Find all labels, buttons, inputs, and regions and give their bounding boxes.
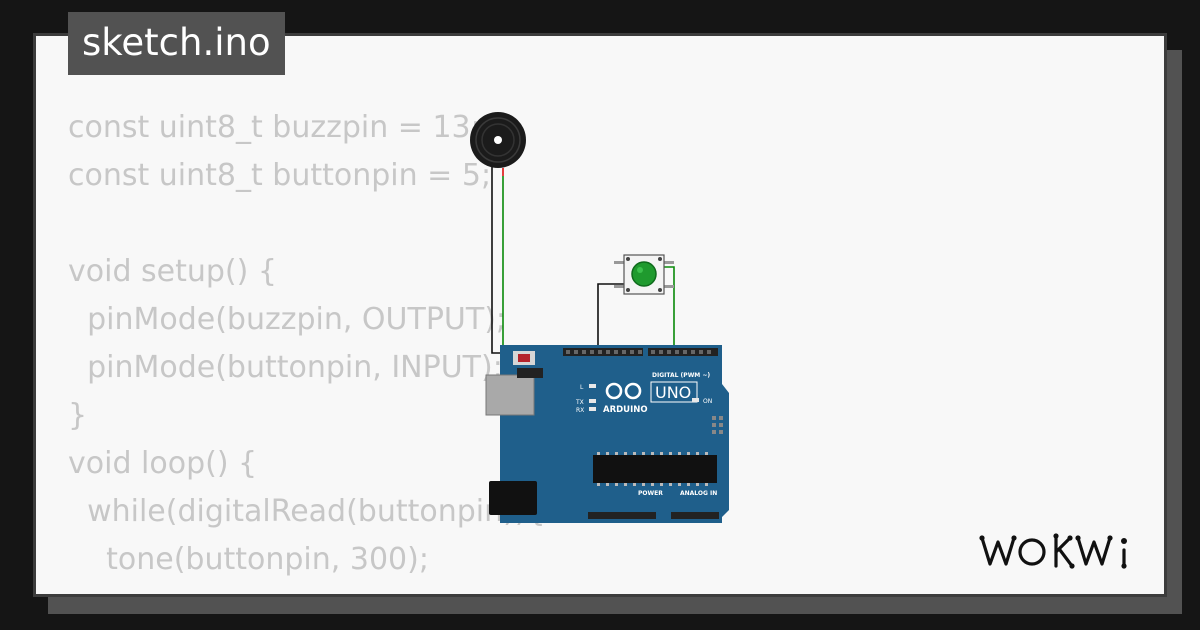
board-model: UNO (655, 383, 691, 402)
code-line: } (68, 590, 106, 594)
power-header (588, 512, 656, 519)
code-line: pinMode(buzzpin, OUTPUT); (68, 302, 507, 337)
board-brand: ARDUINO (603, 405, 648, 415)
button-wire-black (597, 283, 624, 354)
led-tx-label: TX (575, 399, 584, 406)
file-tab[interactable]: sketch.ino (68, 12, 285, 75)
code-line: const uint8_t buttonpin = 5; (68, 158, 492, 193)
buzzer-wire-black (491, 163, 600, 354)
power-jack (489, 481, 537, 515)
usb-port (485, 374, 535, 416)
led-l-label: L (580, 384, 584, 391)
arduino-logo (605, 382, 642, 400)
analog-header-label: ANALOG IN (680, 490, 717, 497)
digital-header-label: DIGITAL (PWM ~) (652, 372, 710, 379)
preview-card: const uint8_t buzzpin = 13; const uint8_… (33, 33, 1167, 597)
code-editor: const uint8_t buzzpin = 13; const uint8_… (68, 104, 546, 594)
digital-header-left (563, 348, 643, 356)
led-rx-label: RX (576, 407, 584, 414)
code-line: } (68, 398, 88, 433)
wokwi-logo (979, 533, 1127, 569)
code-line: pinMode(buttonpin, INPUT); (68, 350, 503, 385)
code-line: tone(buttonpin, 300); (68, 542, 429, 577)
led-on (692, 398, 699, 402)
code-line: const uint8_t buzzpin = 13; (68, 110, 481, 145)
power-header-label: POWER (638, 490, 663, 497)
code-line: while(digitalRead(buttonpin)){ (68, 494, 546, 529)
button-wire-green (664, 266, 675, 353)
arduino-uno-board[interactable]: DIGITAL (PWM ~) UNO ARDUINO L TX RX ON (485, 345, 729, 523)
led-rx (589, 407, 596, 411)
led-tx (589, 399, 596, 403)
buzzer-wire-green (502, 176, 585, 351)
buzzer[interactable] (470, 112, 526, 168)
code-line: void setup() { (68, 254, 277, 289)
led-l (589, 384, 596, 388)
microcontroller-chip (593, 455, 717, 483)
led-on-label: ON (703, 398, 712, 405)
analog-header (671, 512, 719, 519)
code-line: void loop() { (68, 446, 258, 481)
push-button[interactable] (614, 254, 674, 295)
